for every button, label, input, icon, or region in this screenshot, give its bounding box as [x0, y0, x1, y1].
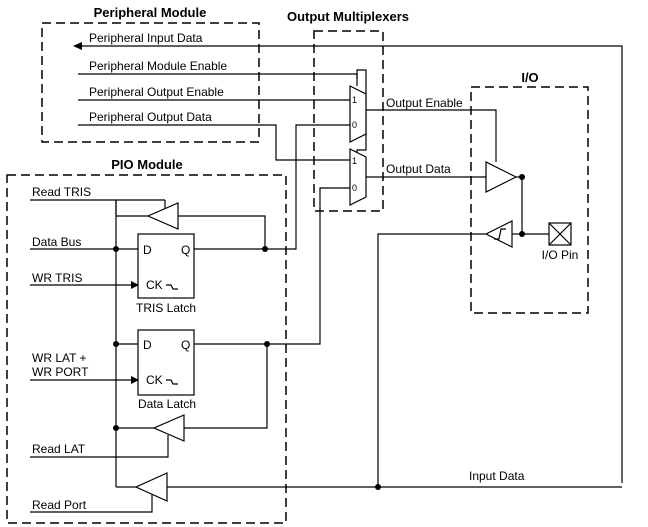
tris-latch-q-label: Q — [181, 243, 190, 257]
data-bus-node-dot — [113, 246, 119, 252]
tris-latch-ck-label: CK — [146, 278, 163, 292]
data-latch-q-label: Q — [181, 338, 190, 352]
output-enable-label: Output Enable — [386, 96, 463, 110]
read-port-enable-wire — [30, 494, 153, 513]
mux1-input-0-label: 0 — [352, 120, 357, 130]
data-latch-clock-edge-icon — [166, 379, 178, 385]
data-latch — [137, 329, 195, 396]
mux1-input-1-label: 1 — [352, 95, 357, 105]
read-lat-label: Read LAT — [32, 442, 86, 456]
read-tris-buffer — [146, 202, 179, 230]
output-multiplexers-title: Output Multiplexers — [287, 9, 409, 24]
wr-lat-arrow — [131, 376, 139, 384]
wr-tris-label: WR TRIS — [32, 271, 82, 285]
peripheral-output-enable-label: Peripheral Output Enable — [89, 85, 224, 99]
peripheral-input-data-label: Peripheral Input Data — [89, 31, 203, 45]
read-lat-enable-wire — [30, 435, 169, 458]
mux2-input-1-label: 1 — [352, 156, 357, 166]
peripheral-output-data-label: Peripheral Output Data — [89, 110, 212, 124]
peripheral-module-title: Peripheral Module — [94, 5, 207, 20]
peripheral-input-data-wire — [80, 45, 623, 483]
output-multiplexers-box — [313, 30, 384, 212]
data-latch-label: Data Latch — [138, 397, 196, 411]
read-lat-in-wire — [184, 344, 268, 429]
io-pin-label: I/O Pin — [542, 248, 579, 262]
peripheral-input-data-arrow — [73, 42, 82, 50]
read-tris-in — [178, 215, 266, 249]
mux2-input-0-label: 0 — [352, 183, 357, 193]
io-pin-icon — [548, 222, 572, 246]
output-data-label: Output Data — [386, 162, 451, 176]
output-data-mux — [349, 148, 367, 206]
peripheral-module-enable-label: Peripheral Module Enable — [89, 59, 227, 73]
output-enable-mux — [349, 85, 367, 143]
output-buffer — [485, 161, 518, 193]
tris-latch-label: TRIS Latch — [136, 301, 196, 315]
io-box — [470, 86, 589, 314]
tris-to-mux-wire — [265, 124, 350, 250]
input-schmitt-buffer — [484, 220, 513, 248]
peripheral-output-data-wire — [78, 124, 350, 161]
data-bus-label: Data Bus — [32, 235, 81, 249]
tris-latch-d-label: D — [143, 243, 152, 257]
latch-to-mux-wire — [267, 187, 350, 345]
pin-wire — [516, 176, 549, 235]
data-latch-d-label: D — [143, 338, 152, 352]
read-port-label: Read Port — [32, 498, 87, 512]
read-lat-buffer — [152, 414, 185, 442]
input-buffer-out-wire — [377, 233, 486, 487]
input-data-node-dot — [375, 484, 381, 490]
schmitt-symbol — [494, 228, 506, 240]
read-tris-label: Read TRIS — [32, 185, 91, 199]
wr-tris-arrow — [131, 281, 139, 289]
wr-lat-label-line1: WR LAT + — [32, 351, 87, 365]
tris-latch — [137, 233, 195, 299]
wr-lat-label-line2: WR PORT — [32, 365, 89, 379]
data-latch-d-node-dot — [113, 341, 119, 347]
input-data-label: Input Data — [469, 469, 525, 483]
pio-module-title: PIO Module — [111, 157, 183, 172]
tris-latch-clock-edge-icon — [166, 284, 178, 290]
io-title: I/O — [521, 70, 538, 85]
output-enable-wire — [366, 109, 497, 162]
output-node-dot — [519, 174, 525, 180]
pio-module-box — [6, 174, 287, 524]
data-latch-ck-label: CK — [146, 373, 163, 387]
read-lat-node-dot — [113, 425, 119, 431]
